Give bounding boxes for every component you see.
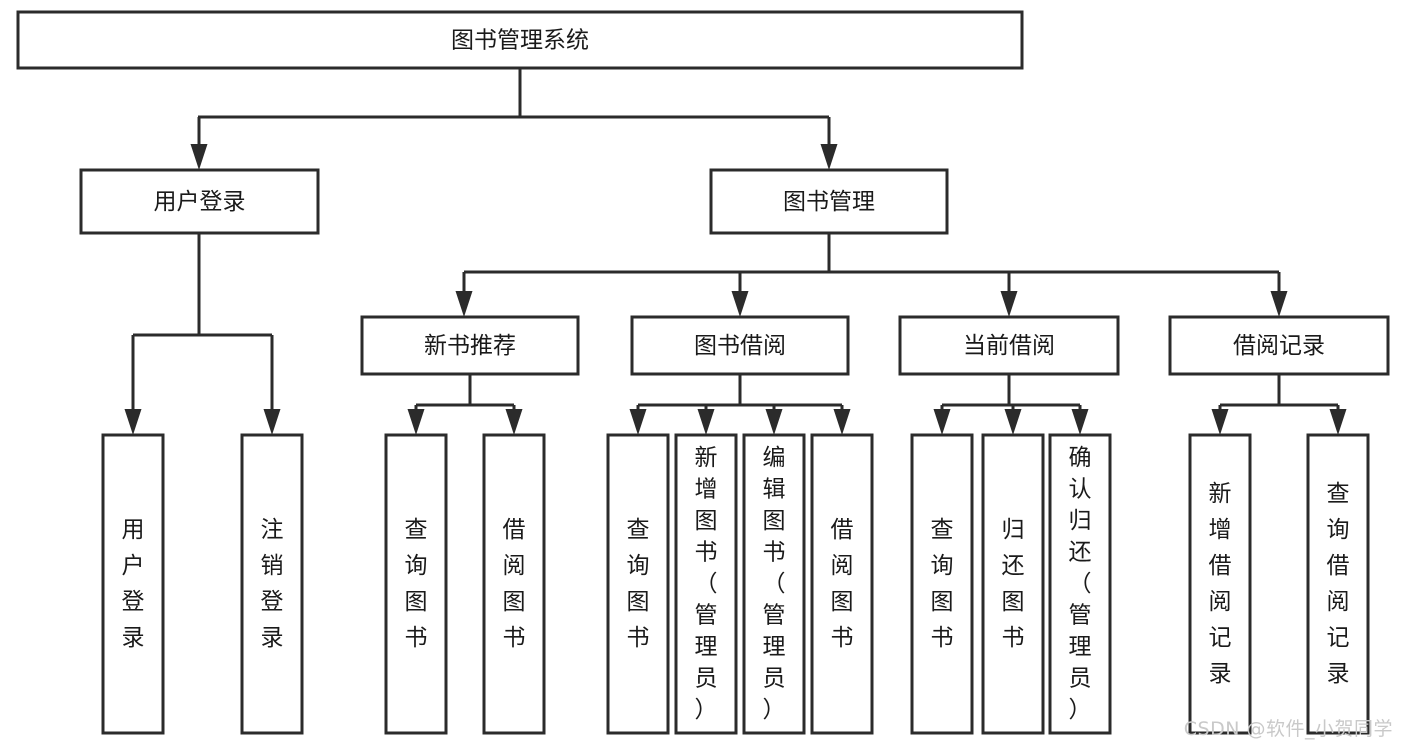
arrow-head-icon [1329, 409, 1347, 435]
node-box[interactable] [1048, 433, 1112, 735]
node-label: 图书借阅 [694, 333, 786, 359]
node-leaf-logout[interactable]: 注销登录 [240, 433, 304, 735]
node-box[interactable] [810, 433, 874, 735]
node-box[interactable] [742, 433, 806, 735]
node-box[interactable] [79, 168, 320, 235]
arrow-head-icon [1000, 291, 1018, 317]
arrow-head-icon [124, 409, 142, 435]
node-label: 编辑图书（管理员） [763, 444, 786, 722]
node-box[interactable] [630, 315, 850, 376]
node-box[interactable] [240, 433, 304, 735]
arrow-head-icon [505, 409, 523, 435]
node-box[interactable] [16, 10, 1024, 70]
node-label: 借阅图书 [503, 517, 526, 651]
connector-book-borrow-to-leaves [629, 374, 851, 435]
node-label: 注销登录 [261, 517, 284, 651]
node-label: 图书管理系统 [451, 28, 589, 54]
arrow-head-icon [697, 409, 715, 435]
node-label: 查询借阅记录 [1327, 481, 1350, 687]
arrow-head-icon [1071, 409, 1089, 435]
connector-borrow-record-to-leaves [1211, 374, 1347, 435]
node-leaf-query-book-3[interactable]: 查询图书 [910, 433, 974, 735]
node-book-manage[interactable]: 图书管理 [709, 168, 949, 235]
node-label: 借阅图书 [831, 517, 854, 651]
node-label: 用户登录 [122, 517, 145, 651]
arrow-head-icon [455, 291, 473, 317]
node-new-book-recommend[interactable]: 新书推荐 [360, 315, 580, 376]
node-box[interactable] [606, 433, 670, 735]
node-leaf-add-record[interactable]: 新增借阅记录 [1188, 433, 1252, 735]
node-box[interactable] [910, 433, 974, 735]
arrow-head-icon [1004, 409, 1022, 435]
node-leaf-query-book-1[interactable]: 查询图书 [384, 433, 448, 735]
node-label: 当前借阅 [963, 333, 1055, 359]
node-leaf-query-record[interactable]: 查询借阅记录 [1306, 433, 1370, 735]
connectors-layer [124, 68, 1347, 435]
node-leaf-user-login[interactable]: 用户登录 [101, 433, 165, 735]
arrow-head-icon [933, 409, 951, 435]
connector-book-manage-to-level3 [455, 233, 1288, 317]
node-leaf-borrow-book-1[interactable]: 借阅图书 [482, 433, 546, 735]
node-leaf-borrow-book-2[interactable]: 借阅图书 [810, 433, 874, 735]
node-leaf-confirm-return[interactable]: 确认归还（管理员） [1048, 433, 1112, 735]
node-box[interactable] [981, 433, 1045, 735]
node-label: 新书推荐 [424, 333, 516, 359]
node-label: 查询图书 [627, 517, 650, 651]
arrow-head-icon [190, 144, 208, 170]
arrow-head-icon [731, 291, 749, 317]
node-leaf-edit-book[interactable]: 编辑图书（管理员） [742, 433, 806, 735]
node-label: 新增图书（管理员） [695, 444, 718, 722]
node-book-borrow[interactable]: 图书借阅 [630, 315, 850, 376]
node-label: 确认归还（管理员） [1069, 444, 1092, 722]
node-label: 图书管理 [783, 189, 875, 215]
connector-user-login-to-leaves [124, 233, 281, 435]
connector-new-book-to-leaves [407, 374, 523, 435]
node-box[interactable] [101, 433, 165, 735]
arrow-head-icon [263, 409, 281, 435]
node-label: 归还图书 [1002, 517, 1025, 651]
node-user-login[interactable]: 用户登录 [79, 168, 320, 235]
node-box[interactable] [1306, 433, 1370, 735]
node-label: 查询图书 [405, 517, 428, 651]
node-label: 新增借阅记录 [1209, 481, 1232, 687]
arrow-head-icon [407, 409, 425, 435]
connector-current-borrow-to-leaves [933, 374, 1089, 435]
node-box[interactable] [482, 433, 546, 735]
node-box[interactable] [898, 315, 1120, 376]
node-box[interactable] [360, 315, 580, 376]
node-leaf-add-book[interactable]: 新增图书（管理员） [674, 433, 738, 735]
node-box[interactable] [384, 433, 448, 735]
node-leaf-query-book-2[interactable]: 查询图书 [606, 433, 670, 735]
node-box[interactable] [1168, 315, 1390, 376]
arrow-head-icon [765, 409, 783, 435]
node-leaf-return-book[interactable]: 归还图书 [981, 433, 1045, 735]
connector-root-to-level2 [190, 68, 838, 170]
node-box[interactable] [709, 168, 949, 235]
arrow-head-icon [820, 144, 838, 170]
node-label: 借阅记录 [1233, 333, 1325, 359]
arrow-head-icon [1270, 291, 1288, 317]
arrow-head-icon [629, 409, 647, 435]
node-current-borrow[interactable]: 当前借阅 [898, 315, 1120, 376]
node-box[interactable] [674, 433, 738, 735]
node-label: 用户登录 [154, 189, 246, 215]
node-box[interactable] [1188, 433, 1252, 735]
nodes-layer: 图书管理系统用户登录图书管理新书推荐图书借阅当前借阅借阅记录用户登录注销登录查询… [16, 10, 1390, 735]
arrow-head-icon [1211, 409, 1229, 435]
arrow-head-icon [833, 409, 851, 435]
node-root-system[interactable]: 图书管理系统 [16, 10, 1024, 70]
node-borrow-record[interactable]: 借阅记录 [1168, 315, 1390, 376]
node-label: 查询图书 [931, 517, 954, 651]
